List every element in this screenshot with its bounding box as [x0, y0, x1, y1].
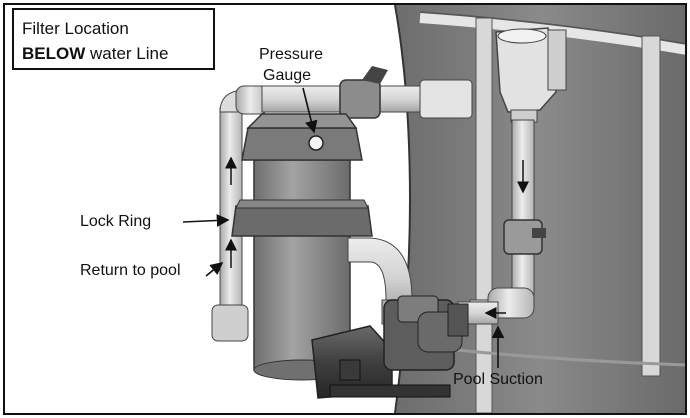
lock-ring-label: Lock Ring [80, 213, 152, 230]
outer-frame [3, 3, 687, 415]
suction-pipe [457, 119, 546, 325]
note-line-1: Filter Location [22, 19, 129, 38]
pool-suction-label: Pool Suction [453, 371, 543, 388]
pressure-label-line-1: Pressure [259, 46, 324, 63]
return-to-pool-label: Return to pool [80, 262, 181, 279]
pressure-label-line-2: Gauge [263, 67, 312, 84]
skimmer [495, 27, 567, 123]
filter-location-note: Filter Location BELOW water Line [12, 8, 215, 70]
pressure-gauge-label: Pressure Gauge [259, 44, 323, 86]
leader-arrows [182, 87, 505, 368]
note-line-2-rest: water Line [85, 44, 169, 63]
note-line-2: BELOW water Line [22, 41, 205, 66]
pump [311, 295, 469, 399]
return-pipe [211, 85, 269, 342]
note-emphasis: BELOW [22, 44, 86, 63]
top-return-pipe [261, 66, 473, 119]
